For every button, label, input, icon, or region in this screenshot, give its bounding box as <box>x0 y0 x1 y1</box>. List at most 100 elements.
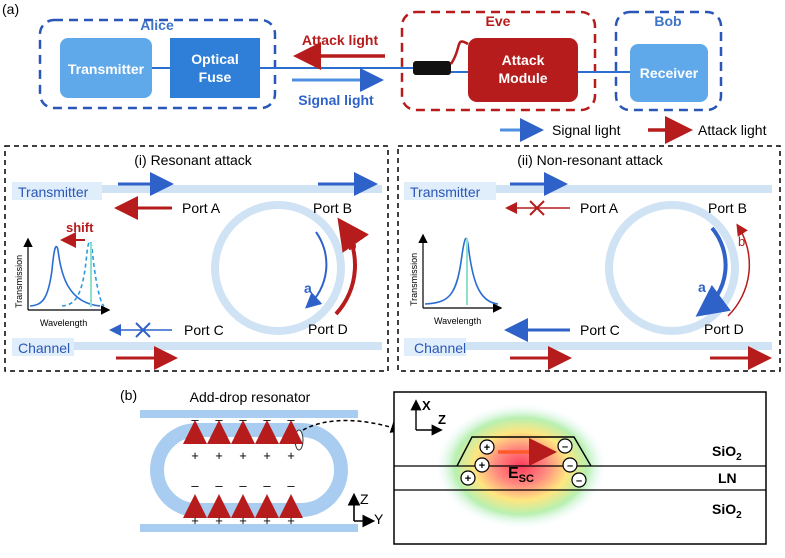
resonant-bottom-waveguide <box>12 342 382 350</box>
resonant-channel-label: Channel <box>18 340 70 356</box>
resonant-peak-shifted <box>61 240 105 307</box>
resonator-y-label: Y <box>374 511 384 527</box>
legend-attack-label: Attack light <box>698 122 767 138</box>
plus-charge: + <box>287 513 295 528</box>
optical-fuse-box <box>170 38 260 98</box>
nonresonant-transmitter-tag <box>404 182 496 200</box>
sio2-bottom-label: SiO2 <box>712 501 742 521</box>
plus-charge: + <box>215 448 223 463</box>
alice-box <box>38 18 277 110</box>
positive-charge-sign: + <box>465 473 471 485</box>
plus-charge: + <box>239 448 247 463</box>
nonresonant-port-b: Port B <box>708 200 747 216</box>
receiver-box <box>630 44 708 102</box>
minus-charge: – <box>191 478 199 493</box>
plus-charge: + <box>215 513 223 528</box>
plus-charge: + <box>191 513 199 528</box>
plus-charge: + <box>287 448 295 463</box>
nonresonant-port-a: Port A <box>580 200 619 216</box>
nonresonant-port-a-block-icon <box>529 200 545 216</box>
ln-label: LN <box>718 470 737 486</box>
bob-box <box>614 10 723 112</box>
resonant-attack-panel: (i) Resonant attack Transmitter Channel … <box>4 145 389 372</box>
nonresonant-channel-label: Channel <box>414 340 466 356</box>
eve-group: Eve Attack Module <box>400 10 597 112</box>
minus-charge: – <box>263 478 271 493</box>
resonant-frame <box>4 145 389 372</box>
nonresonant-inset-xlabel: Wavelength <box>434 316 481 326</box>
field-arrows-bottom <box>183 494 303 518</box>
coupler-icon <box>413 61 451 75</box>
field-arrows-top <box>183 420 303 444</box>
minus-charge: – <box>215 478 223 493</box>
positive-charge-sign: + <box>484 442 490 454</box>
zoom-link <box>302 419 403 433</box>
add-drop-resonator: –+–+–+–+–+ –+–+–+–+–+ Z Y <box>140 410 403 532</box>
optical-fuse-line1: Optical <box>191 51 238 67</box>
cross-section-marker <box>294 429 304 451</box>
resonant-channel-tag <box>12 338 74 356</box>
transmitter-label: Transmitter <box>68 61 145 77</box>
alice-title: Alice <box>140 17 174 33</box>
nonresonant-transmitter-label: Transmitter <box>410 184 481 200</box>
alice-group: Alice Transmitter Optical Fuse <box>38 17 277 110</box>
panel-a-label: (a) <box>2 1 19 17</box>
nonresonant-attack-panel: (ii) Non-resonant attack Transmitter Cha… <box>397 145 781 372</box>
resonator-top-bus <box>140 410 358 418</box>
sio2-top-label: SiO2 <box>712 443 742 463</box>
transmitter-box <box>60 38 152 98</box>
cross-section-charges: +++––– <box>460 438 587 488</box>
positive-charge-circle <box>474 457 490 473</box>
nonresonant-bottom-waveguide <box>404 342 772 350</box>
minus-charge: – <box>287 478 295 493</box>
cs-z-label: Z <box>438 412 446 427</box>
charges-top: –+–+–+–+–+ <box>191 412 295 463</box>
resonant-ring <box>211 201 345 335</box>
bob-title: Bob <box>654 13 681 29</box>
resonator-bottom-bus <box>140 524 358 532</box>
resonant-mode-b-arrow <box>334 217 369 316</box>
optical-fuse-line2: Fuse <box>199 69 232 85</box>
resonant-port-d: Port D <box>308 321 348 337</box>
signal-light-label: Signal light <box>298 92 374 108</box>
resonant-port-a: Port A <box>182 200 221 216</box>
negative-charge-sign: – <box>562 441 568 453</box>
racetrack-ring <box>150 423 348 517</box>
nonresonant-mode-a-arrow <box>695 226 731 317</box>
minus-charge: – <box>239 412 247 427</box>
resonant-top-waveguide <box>12 185 382 193</box>
receiver-label: Receiver <box>640 65 699 81</box>
minus-charge: – <box>287 412 295 427</box>
nonresonant-mode-b-arrow <box>727 223 751 317</box>
nonresonant-title: (ii) Non-resonant attack <box>517 152 664 168</box>
ln-ridge-outline <box>456 436 592 467</box>
resonant-mode-a-arrow <box>305 231 328 309</box>
eve-title: Eve <box>486 13 511 29</box>
negative-charge-circle <box>557 438 573 454</box>
negative-charge-sign: – <box>576 475 582 487</box>
nonresonant-channel-tag <box>404 338 466 356</box>
resonant-peak-original <box>29 245 101 307</box>
nonresonant-frame <box>397 145 781 372</box>
eve-tap-fiber <box>449 40 469 65</box>
cross-section-panel: ESC +++––– X Z SiO2 LN SiO2 <box>393 391 767 545</box>
nonresonant-spectrum-inset: Transmission Wavelength <box>409 233 503 326</box>
eve-box <box>400 10 597 112</box>
resonant-mode-a-label: a <box>304 280 312 296</box>
attack-light-label: Attack light <box>302 32 379 48</box>
legend-signal-label: Signal light <box>552 122 621 138</box>
positive-charge-circle <box>460 470 476 486</box>
resonant-inset-xlabel: Wavelength <box>40 318 87 328</box>
resonator-z-label: Z <box>360 491 369 507</box>
positive-charge-sign: + <box>479 460 485 472</box>
minus-charge: – <box>215 412 223 427</box>
bob-group: Bob Receiver <box>614 10 723 112</box>
nonresonant-peak <box>424 237 499 305</box>
negative-charge-circle <box>562 457 578 473</box>
plus-charge: + <box>263 513 271 528</box>
minus-charge: – <box>263 412 271 427</box>
minus-charge: – <box>191 412 199 427</box>
nonresonant-inset-ylabel: Transmission <box>409 253 419 306</box>
nonresonant-port-c: Port C <box>580 322 620 338</box>
